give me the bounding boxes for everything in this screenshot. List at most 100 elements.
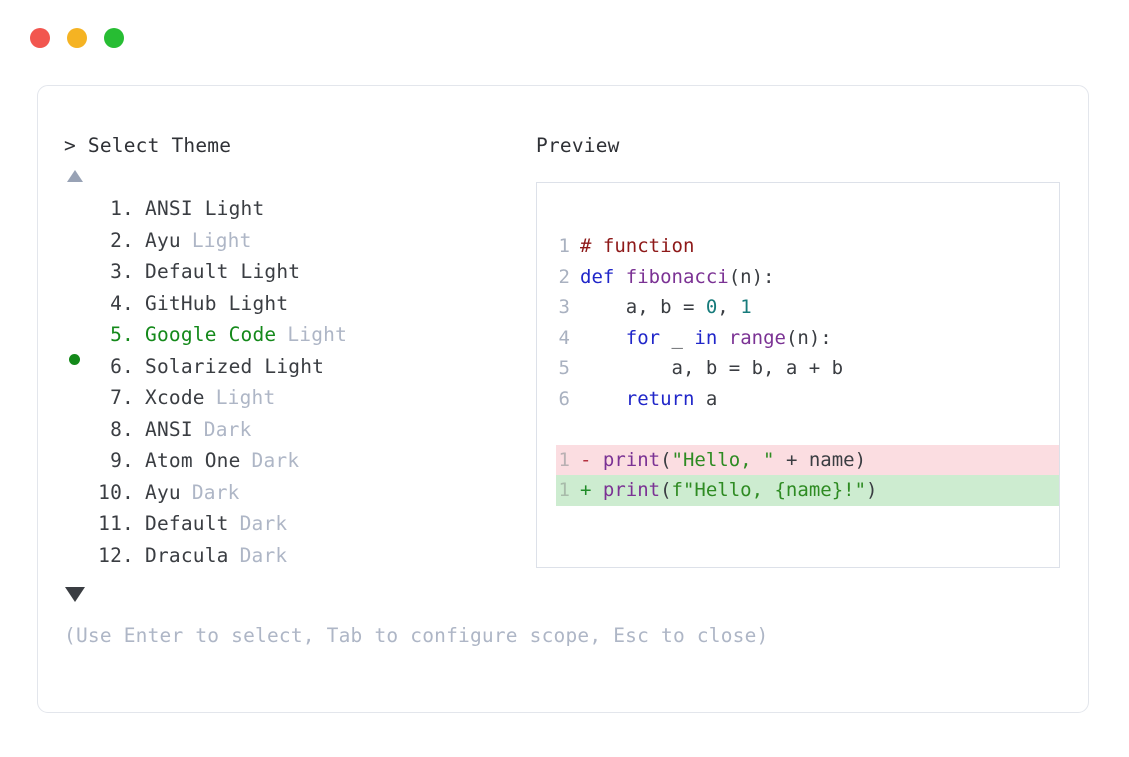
theme-list-item[interactable]: 9. Atom One Dark	[64, 445, 534, 477]
theme-item-name: Default	[145, 512, 229, 535]
theme-item-index: 10.	[98, 480, 134, 504]
window-titlebar	[30, 28, 124, 48]
code-token	[717, 327, 728, 349]
code-token: 1	[740, 296, 752, 318]
theme-item-index: 6.	[110, 354, 134, 378]
diff-block: 1- print("Hello, " + name)1+ print(f"Hel…	[556, 444, 1059, 506]
theme-item-name: Xcode	[145, 386, 205, 409]
triangle-down-icon[interactable]	[65, 587, 85, 602]
theme-item-index: 11.	[98, 512, 134, 535]
diff-marker: +	[580, 479, 603, 501]
theme-item-variant: Dark	[239, 512, 288, 535]
code-line: 3 a, b = 0, 1	[556, 292, 1059, 323]
code-line: 5 a, b = b, a + b	[556, 353, 1059, 384]
theme-item-name: Solarized Light	[145, 354, 325, 378]
preview-label: Preview	[536, 134, 620, 157]
code-token	[580, 388, 626, 410]
close-button[interactable]	[30, 28, 50, 48]
theme-item-name: Default Light	[145, 260, 301, 283]
line-number: 1	[558, 479, 570, 501]
theme-item-variant: Dark	[203, 417, 252, 441]
line-number: 3	[558, 296, 570, 318]
theme-item-variant: Dark	[191, 480, 240, 504]
theme-list-item[interactable]: 6. Solarized Light	[64, 351, 534, 383]
theme-list-item[interactable]: 10. Ayu Dark	[64, 477, 534, 509]
code-token: + name)	[774, 448, 867, 471]
theme-item-index: 1.	[110, 197, 134, 220]
code-token	[580, 327, 626, 349]
theme-item-variant: Dark	[239, 543, 288, 567]
theme-item-index: 8.	[110, 417, 134, 441]
code-spacer	[556, 414, 1059, 445]
maximize-button[interactable]	[104, 28, 124, 48]
keyboard-hint: (Use Enter to select, Tab to configure s…	[64, 624, 769, 647]
code-token: def	[580, 265, 626, 288]
theme-list-item[interactable]: 3. Default Light	[64, 256, 534, 288]
code-line: 6 return a	[556, 384, 1059, 415]
theme-item-name: ANSI Light	[145, 197, 265, 220]
minimize-button[interactable]	[67, 28, 87, 48]
code-token: for	[625, 326, 661, 349]
code-token: ,	[717, 296, 741, 318]
theme-item-index: 5.	[110, 323, 134, 346]
diff-marker: -	[580, 448, 603, 471]
theme-list-item[interactable]: 11. Default Dark	[64, 508, 534, 540]
theme-item-index: 3.	[110, 260, 134, 283]
code-token: f"Hello, {name}!"	[671, 479, 867, 501]
code-token: 0	[705, 296, 718, 318]
line-number: 2	[558, 265, 570, 288]
line-number: 6	[558, 387, 570, 410]
theme-item-variant: Light	[191, 228, 252, 252]
code-token: fibonacci	[625, 265, 729, 288]
theme-item-name: Ayu	[145, 480, 181, 504]
theme-item-name: ANSI	[145, 417, 193, 441]
code-token: a, b =	[580, 296, 706, 318]
theme-item-name: Atom One	[145, 449, 241, 472]
theme-item-variant: Light	[287, 323, 348, 346]
theme-item-index: 2.	[110, 228, 134, 252]
code-token: a	[694, 387, 718, 410]
theme-list-item[interactable]: 4.GitHub Light	[64, 288, 534, 320]
diff-added-line: 1+ print(f"Hello, {name}!")	[556, 475, 1059, 506]
code-line: 4 for _ in range(n):	[556, 323, 1059, 354]
code-token: (n):	[785, 326, 832, 349]
line-number: 1	[558, 448, 570, 471]
theme-item-variant: Light	[215, 386, 276, 409]
code-line: 1# function	[556, 231, 1059, 262]
bullet-icon	[69, 354, 80, 365]
theme-item-name: GitHub Light	[145, 291, 289, 315]
theme-list-item[interactable]: 1. ANSI Light	[64, 193, 534, 225]
theme-item-name: Ayu	[145, 228, 181, 252]
code-token: return	[625, 387, 695, 410]
code-token: "Hello, "	[671, 448, 775, 471]
theme-list-item[interactable]: 2. Ayu Light	[64, 225, 534, 257]
line-number: 4	[558, 326, 570, 349]
theme-item-variant: Dark	[251, 449, 300, 472]
code-token: in	[694, 326, 718, 349]
code-token: print	[602, 448, 661, 471]
theme-item-index: 9.	[110, 449, 134, 472]
theme-list-item[interactable]: 8. ANSI Dark	[64, 414, 534, 446]
code-token: )	[866, 479, 878, 501]
code-token: # function	[580, 235, 695, 257]
triangle-up-icon[interactable]	[67, 170, 83, 182]
code-token: (	[660, 479, 672, 501]
page-title: > Select Theme	[64, 134, 232, 157]
code-token: range	[728, 326, 786, 349]
theme-item-name: Dracula	[145, 543, 229, 567]
code-token: a, b = b, a + b	[580, 357, 844, 379]
code-line: 2 def fibonacci(n):	[556, 262, 1059, 293]
diff-removed-line: 1- print("Hello, " + name)	[556, 444, 1059, 475]
code-token: _	[660, 326, 695, 349]
code-token: (n):	[728, 265, 775, 288]
